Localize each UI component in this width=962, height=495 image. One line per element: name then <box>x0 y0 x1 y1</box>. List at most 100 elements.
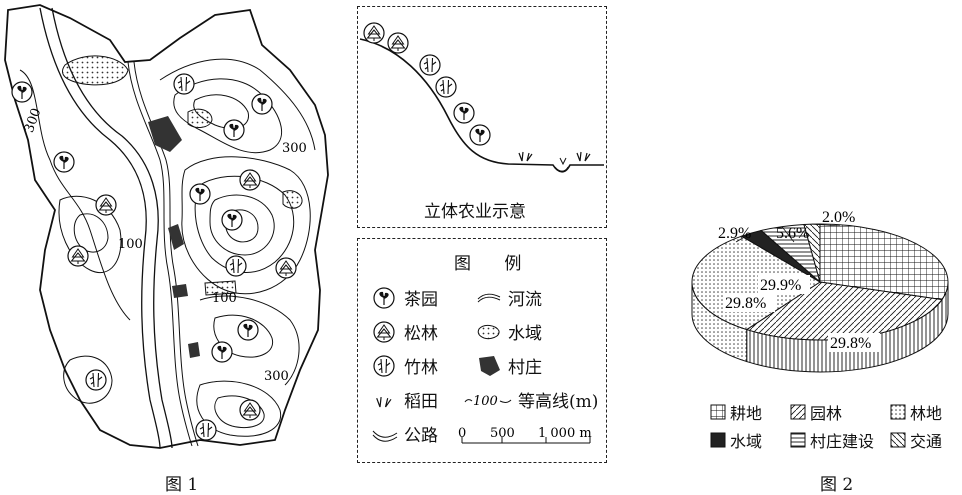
contour-label: 300 <box>264 369 289 384</box>
contour-value: 100 <box>473 394 498 409</box>
village-icon <box>479 355 500 376</box>
paddy-field-icon <box>518 151 533 162</box>
pie-legend-item: 水域 <box>710 428 762 452</box>
legend-item-water: 水域 <box>476 319 542 344</box>
map-village <box>188 342 200 358</box>
tea-garden-icon <box>469 124 491 146</box>
contour-label: 300 <box>282 141 307 156</box>
tea-garden-icon <box>189 183 211 205</box>
contour-label: 100 <box>212 291 237 306</box>
river-icon <box>477 293 501 302</box>
pie-data-label: 29.9% <box>760 277 801 294</box>
pie-legend-label: 林地 <box>910 404 943 423</box>
contour-label: 100 <box>118 237 143 252</box>
legend-label: 等高线(m) <box>518 392 599 412</box>
tea-garden-icon <box>251 93 273 115</box>
map-village <box>168 224 184 250</box>
tea-garden-icon <box>211 341 233 363</box>
figure2-pie: 29.9%29.8%29.8%2.9%5.6%2.0% 耕地园林林地水域村庄建设… <box>680 190 962 470</box>
legend-item-tea: 茶园 <box>372 285 438 310</box>
pie-legend-item: 耕地 <box>710 400 762 424</box>
tea-garden-icon <box>223 119 245 141</box>
pine-forest-icon <box>95 194 117 216</box>
pine-forest-icon <box>239 399 261 421</box>
pine-forest-icon <box>239 169 261 191</box>
map-water-area <box>187 108 213 128</box>
pie-legend-swatch <box>790 432 806 448</box>
terrace-diagram-box: 立体农业示意 <box>357 6 607 228</box>
pine-forest-icon <box>387 32 409 54</box>
slope-line <box>359 38 604 173</box>
legend-item-contour: 100 等高线(m) <box>464 387 598 412</box>
pie-legend-swatch <box>710 404 726 420</box>
legend-label: 水域 <box>508 324 542 344</box>
road-icon <box>372 430 398 442</box>
tea-garden-icon <box>373 286 395 309</box>
pie-legend-label: 耕地 <box>730 404 763 423</box>
bamboo-forest-icon <box>85 369 107 391</box>
legend-item-paddy: 稻田 <box>372 387 438 412</box>
pine-forest-icon <box>275 257 297 279</box>
legend-item-road: 公路 <box>372 421 438 446</box>
map-water-area <box>282 190 303 209</box>
legend-label: 松林 <box>404 324 438 344</box>
pine-forest-icon <box>67 245 89 267</box>
tea-garden-icon <box>237 319 259 341</box>
water-area-icon <box>477 324 500 339</box>
legend-label: 公路 <box>404 426 438 446</box>
tea-garden-icon <box>11 81 33 103</box>
pie-slice <box>803 223 821 283</box>
pie-legend-label: 园林 <box>810 404 843 423</box>
pie-legend-swatch <box>890 432 906 448</box>
figure1-caption: 图 1 <box>165 475 199 495</box>
pie-legend-label: 水域 <box>730 432 763 451</box>
contour-line-icon: 100 <box>464 394 512 409</box>
paddy-field-icon <box>576 151 591 162</box>
pie-legend-label: 交通 <box>910 432 943 451</box>
scale-tick-label: 1 000 m <box>538 427 592 441</box>
pine-forest-icon <box>373 320 395 343</box>
paddy-field-icon <box>376 396 392 407</box>
figure1-map: 300 300 100 100 300 <box>0 0 340 470</box>
legend-title: 图 例 <box>454 254 536 274</box>
pie-leader-line <box>735 232 752 243</box>
map-village <box>148 116 182 152</box>
paddy-field-icon <box>376 396 392 407</box>
bamboo-forest-icon <box>225 255 247 277</box>
scale-bar: 0 500 1 000 m <box>458 427 592 444</box>
legend-label: 河流 <box>508 290 542 310</box>
map-boundary <box>4 4 329 449</box>
pie-legend-item: 交通 <box>890 428 942 452</box>
map-village <box>172 284 188 298</box>
river <box>39 7 161 449</box>
road <box>127 61 193 447</box>
pine-forest-icon <box>363 22 385 44</box>
legend-label: 稻田 <box>404 392 438 412</box>
bamboo-forest-icon <box>373 354 395 377</box>
pie-data-label: 29.8% <box>830 335 871 352</box>
tea-garden-icon <box>453 102 475 124</box>
bamboo-forest-icon <box>419 54 441 76</box>
pie-legend-item: 园林 <box>790 400 842 424</box>
contour-map: 300 300 100 100 300 <box>4 4 329 449</box>
terrace-diagram-caption: 立体农业示意 <box>424 202 526 222</box>
bamboo-forest-icon <box>435 76 457 98</box>
legend-box: 图 例 茶园 河流松林 水域竹林 村庄稻田 100 等高线(m) 公路 0 500 1 00… <box>357 238 607 463</box>
pie-legend-item: 林地 <box>890 400 942 424</box>
tea-garden-icon <box>53 151 75 173</box>
pie-data-label: 29.8% <box>725 295 766 312</box>
map-water-area <box>204 280 237 296</box>
pie-data-label: 5.6% <box>776 225 809 242</box>
pie-slice <box>819 223 949 301</box>
pie-chart: 29.9%29.8%29.8%2.9%5.6%2.0% <box>691 209 949 373</box>
pie-legend-swatch <box>710 432 726 448</box>
pie-legend-swatch <box>890 404 906 420</box>
legend-label: 茶园 <box>404 290 438 310</box>
legend-label: 竹林 <box>404 358 438 378</box>
legend-label: 村庄 <box>508 358 542 378</box>
pie-legend-label: 村庄建设 <box>810 432 875 451</box>
legend-item-village: 村庄 <box>476 353 542 378</box>
pie-leader-line <box>811 223 841 227</box>
scale-tick-label: 0 <box>458 427 466 441</box>
terrace-diagram <box>359 22 604 173</box>
